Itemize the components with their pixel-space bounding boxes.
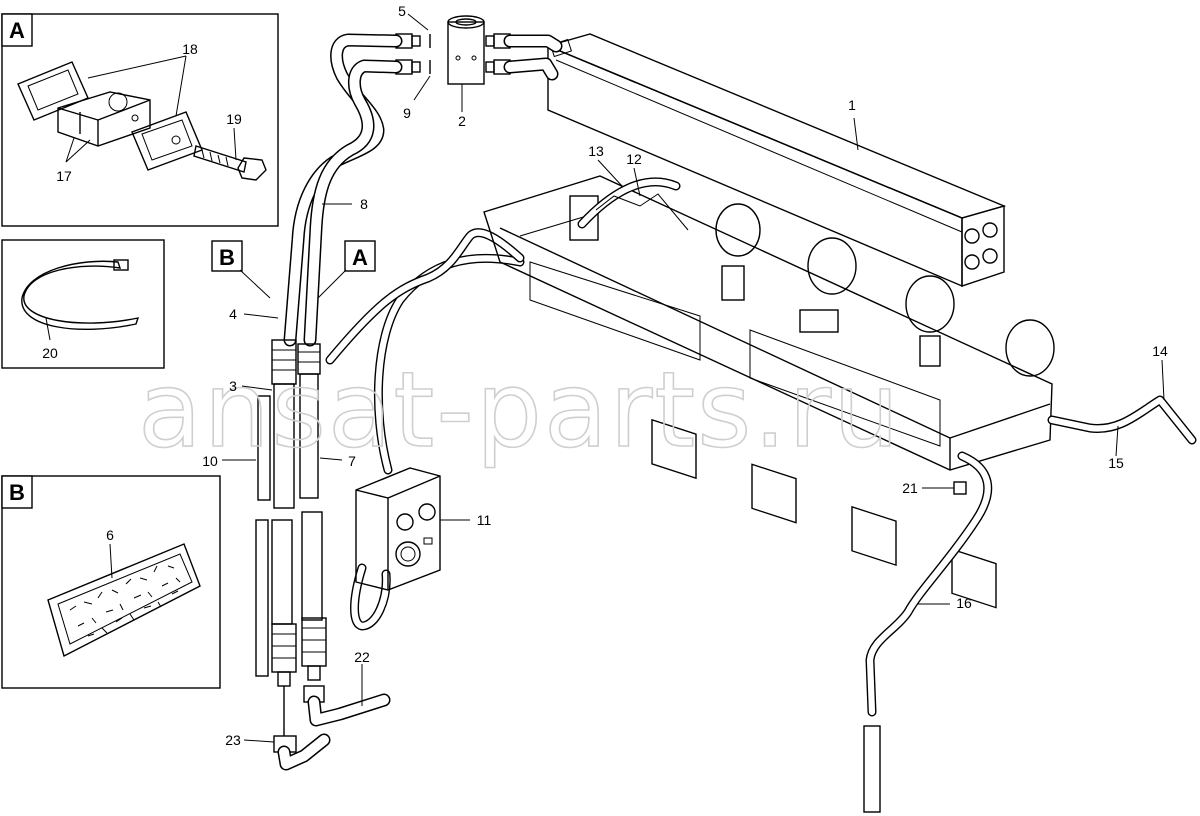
- label-18: 18: [182, 41, 198, 57]
- callout-5: 5: [398, 3, 406, 19]
- inset-a: A: [1, 13, 279, 227]
- label-17: 17: [56, 168, 72, 184]
- clamp-body: [57, 91, 151, 147]
- callout-7: 7: [348, 453, 356, 469]
- rubber-pad-left: [17, 61, 89, 121]
- inset-a-frame: [1, 13, 279, 227]
- label-20: 20: [42, 345, 58, 361]
- label-6: 6: [106, 527, 114, 543]
- inset-b-tag: B: [9, 480, 25, 505]
- cable-tie-icon: [21, 260, 140, 331]
- wiring-harness: [325, 228, 525, 631]
- callout-2: 2: [458, 113, 466, 129]
- drain-hose: [863, 395, 1197, 813]
- callout-8: 8: [360, 196, 368, 212]
- callout-4: 4: [229, 306, 237, 322]
- inset-b: B 6: [1, 475, 221, 689]
- inset-cable-tie-frame: [1, 239, 165, 369]
- inset-a-tag: A: [9, 18, 25, 43]
- callout-9: 9: [403, 105, 411, 121]
- callout-15: 15: [1108, 455, 1124, 471]
- inset-b-tag-box: [1, 475, 33, 509]
- callout-13: 13: [588, 143, 604, 159]
- inset-a-tag-box: [1, 13, 33, 47]
- callout-14: 14: [1152, 343, 1168, 359]
- view-tag-a: A: [317, 240, 376, 299]
- lower-fittings: [273, 685, 391, 771]
- callout-10: 10: [202, 453, 218, 469]
- bolt: [193, 145, 267, 181]
- callout-16: 16: [956, 595, 972, 611]
- callout-23: 23: [225, 732, 241, 748]
- callout-22: 22: [354, 649, 370, 665]
- callouts: 1 2 3 4 5 7 8 9 10 11 12 13 14 15 16 21 …: [202, 3, 1168, 748]
- view-tag-b: B: [211, 240, 271, 299]
- label-19: 19: [226, 111, 242, 127]
- callout-21: 21: [902, 480, 918, 496]
- callout-12: 12: [626, 151, 642, 167]
- foam-pad-icon: [47, 543, 201, 658]
- blower-housing: [483, 175, 1055, 609]
- svg-text:A: A: [352, 245, 368, 270]
- inset-cable-tie: 20: [1, 239, 165, 369]
- callout-11: 11: [477, 512, 492, 528]
- refrigerant-pipes: [283, 33, 403, 347]
- callout-3: 3: [229, 378, 237, 394]
- svg-text:B: B: [219, 245, 235, 270]
- callout-1: 1: [848, 97, 856, 113]
- expansion-valve: [447, 15, 485, 85]
- fittings-upper: [395, 33, 563, 81]
- watermark-text: ansat-parts.ru: [138, 349, 901, 471]
- control-switch-box: [355, 467, 441, 591]
- evaporator-core: [545, 33, 1007, 288]
